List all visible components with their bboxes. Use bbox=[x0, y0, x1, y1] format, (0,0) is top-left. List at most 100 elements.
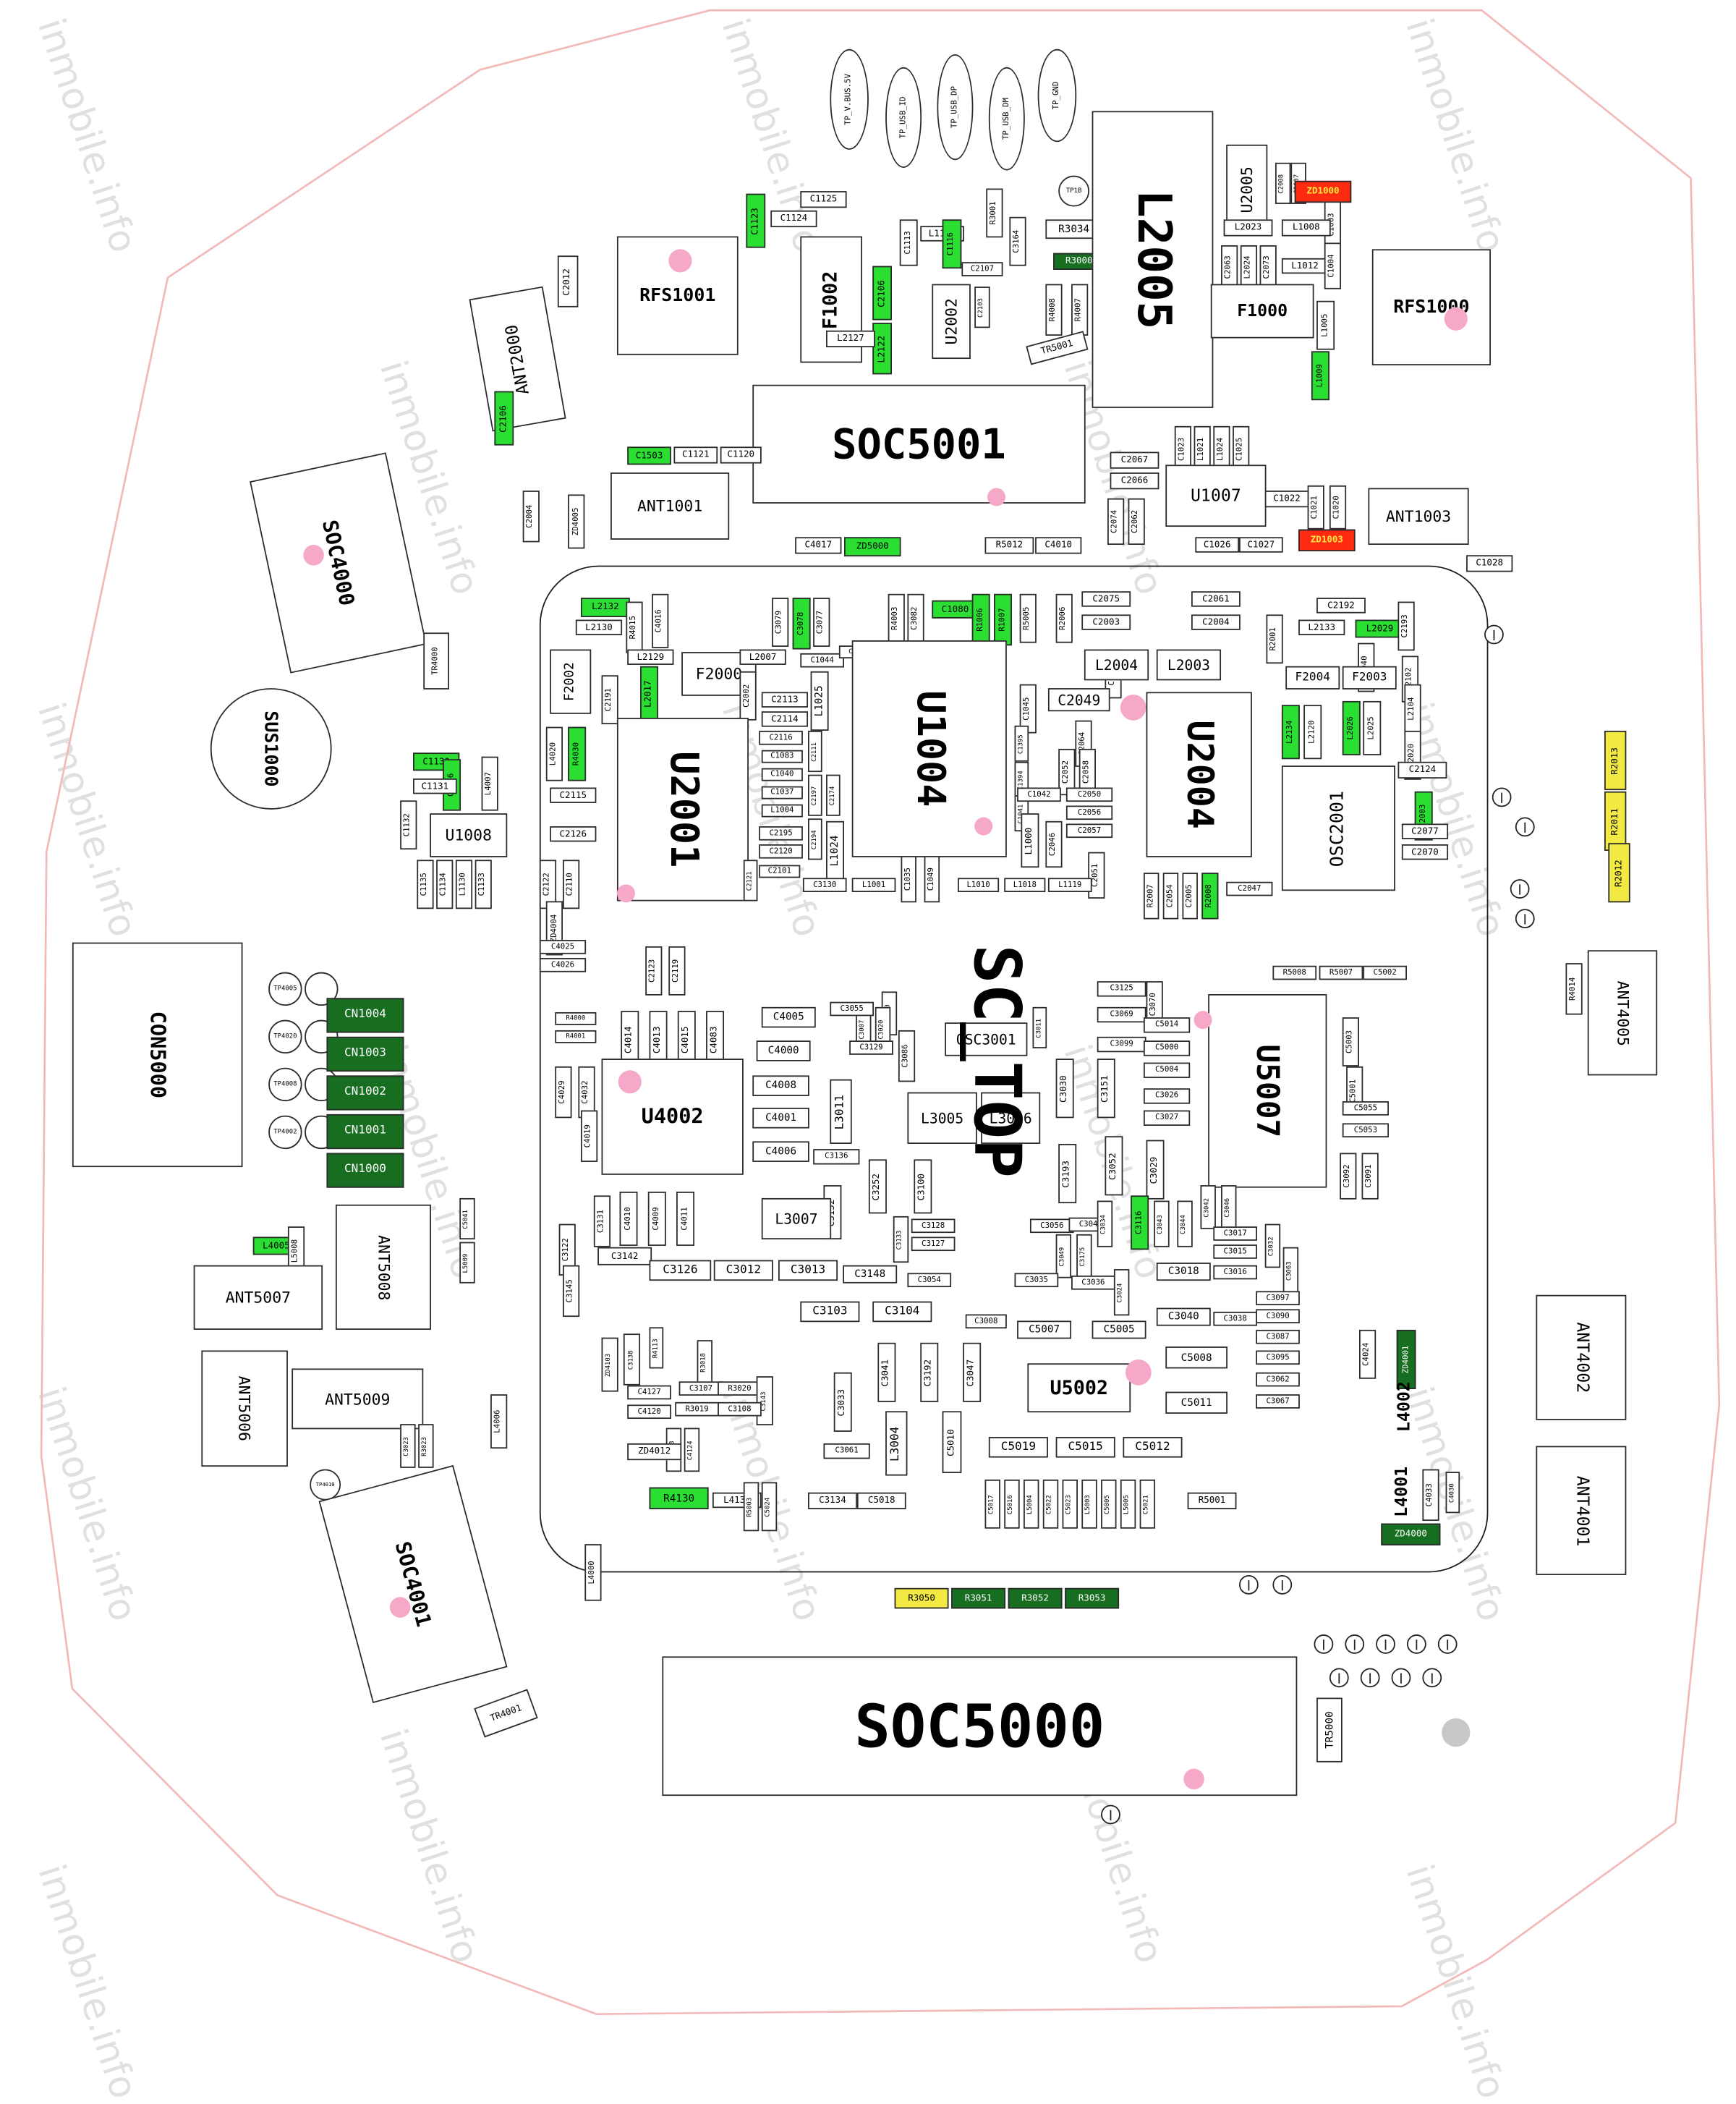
component-label: C3054 bbox=[917, 1275, 941, 1284]
component-c3056: C3056 bbox=[1029, 1218, 1074, 1234]
component-label: C1044 bbox=[810, 655, 834, 665]
fiducial-line bbox=[1446, 1639, 1449, 1650]
component-label: ANT4002 bbox=[1571, 1322, 1591, 1394]
component-label: OSC2001 bbox=[1328, 790, 1349, 867]
component-label: C2119 bbox=[671, 959, 681, 983]
component-c4033: C4033 bbox=[1422, 1469, 1439, 1522]
component-sus1000: SUS1000 bbox=[210, 688, 332, 810]
component-u2004: U2004 bbox=[1146, 692, 1252, 857]
marker-dot bbox=[389, 1597, 411, 1618]
component-zd4103: ZD4103 bbox=[601, 1337, 618, 1392]
component-c1020: C1020 bbox=[1329, 485, 1347, 530]
fiducial-ground-symbol bbox=[1515, 909, 1535, 928]
component-l2129: L2129 bbox=[627, 649, 674, 665]
component-c2066: C2066 bbox=[1110, 472, 1160, 490]
component-c3041: C3041 bbox=[877, 1342, 896, 1402]
component-label: C2122 bbox=[542, 873, 552, 896]
component-c2116: C2116 bbox=[759, 730, 803, 745]
component-label: L1119 bbox=[1058, 880, 1082, 889]
component-c5015: C5015 bbox=[1055, 1437, 1115, 1458]
fiducial-line bbox=[1369, 1672, 1371, 1683]
component-l4002: L4002 bbox=[1389, 1366, 1422, 1446]
fiducial-line bbox=[1322, 1639, 1325, 1650]
component-r3020: R3020 bbox=[718, 1381, 762, 1396]
component-c3138: C3138 bbox=[623, 1333, 641, 1386]
component-label: C3008 bbox=[974, 1316, 998, 1325]
component-c3026: C3026 bbox=[1143, 1088, 1191, 1104]
component-label: C1121 bbox=[681, 449, 710, 460]
component-label: C3052 bbox=[1107, 1152, 1119, 1180]
fiducial-ground-symbol bbox=[1484, 624, 1504, 645]
component-l1010: L1010 bbox=[958, 878, 1000, 893]
component-label: C5016 bbox=[1007, 1494, 1016, 1514]
component-label: C3136 bbox=[825, 1151, 848, 1161]
component-l2104: L2104 bbox=[1404, 684, 1421, 734]
component-l2026: L2026 bbox=[1342, 700, 1361, 755]
component-label: C3035 bbox=[1024, 1275, 1048, 1284]
component-label: C5010 bbox=[945, 1428, 957, 1456]
component-label: F2003 bbox=[1352, 670, 1387, 684]
component-label: U1004 bbox=[907, 690, 953, 807]
component-label: C4026 bbox=[550, 959, 575, 970]
component-c3067: C3067 bbox=[1256, 1394, 1300, 1409]
component-ant4002: ANT4002 bbox=[1536, 1294, 1627, 1420]
component-l1119: L1119 bbox=[1047, 878, 1092, 893]
component-c3086: C3086 bbox=[898, 1030, 916, 1082]
component-c3044: C3044 bbox=[1177, 1200, 1193, 1247]
component-c2113: C2113 bbox=[761, 692, 809, 708]
marker-dot bbox=[616, 884, 635, 903]
component-label: ANT1001 bbox=[637, 496, 703, 515]
component-soc5000: SOC5000 bbox=[662, 1656, 1298, 1797]
component-c2067: C2067 bbox=[1110, 451, 1160, 469]
component-label: F2000 bbox=[695, 664, 743, 683]
fiducial-ground-symbol bbox=[1422, 1668, 1442, 1688]
component-r3053: R3053 bbox=[1065, 1587, 1120, 1609]
component-label: R3053 bbox=[1078, 1592, 1106, 1603]
component-label: C3104 bbox=[885, 1305, 920, 1318]
component-label: C5002 bbox=[1373, 967, 1397, 977]
marker-dot bbox=[1442, 1718, 1471, 1747]
component-label: ANT5008 bbox=[374, 1234, 393, 1300]
component-l1000: L1000 bbox=[1021, 813, 1039, 868]
component-label: C1037 bbox=[770, 787, 794, 797]
component-label: C2110 bbox=[566, 873, 575, 896]
component-l2127: L2127 bbox=[826, 330, 875, 348]
component-c3099: C3099 bbox=[1097, 1036, 1146, 1053]
component-c3131: C3131 bbox=[593, 1195, 611, 1247]
component-c2126: C2126 bbox=[550, 826, 597, 842]
component-c3077: C3077 bbox=[813, 598, 830, 647]
component-label: TP_USB_DM bbox=[1001, 98, 1011, 140]
component-l1001: L1001 bbox=[851, 878, 896, 893]
component-label: C2111 bbox=[810, 742, 819, 761]
component-label: C2123 bbox=[648, 959, 658, 983]
component-tp-usb-dm: TP_USB_DM bbox=[988, 67, 1025, 171]
component-c1124: C1124 bbox=[770, 210, 817, 228]
component-ant1001: ANT1001 bbox=[610, 472, 730, 540]
component-label: C5004 bbox=[1154, 1065, 1179, 1074]
component-label: L3011 bbox=[833, 1094, 847, 1129]
fiducial-ground-symbol bbox=[1314, 1634, 1334, 1654]
component-c3087: C3087 bbox=[1256, 1329, 1300, 1344]
component-label: C4017 bbox=[804, 539, 833, 551]
fiducial-line bbox=[1337, 1672, 1340, 1683]
component-r5007: R5007 bbox=[1319, 965, 1363, 980]
component-c4019: C4019 bbox=[580, 1110, 598, 1162]
component-c5019: C5019 bbox=[988, 1437, 1048, 1458]
component-label: C3061 bbox=[835, 1446, 859, 1456]
component-label: C3095 bbox=[1266, 1352, 1290, 1362]
component-label: L3007 bbox=[775, 1210, 818, 1228]
component-label: C2107 bbox=[970, 263, 995, 273]
component-label: C3078 bbox=[796, 611, 806, 635]
component-c1120: C1120 bbox=[720, 446, 762, 464]
component-r3023: R3023 bbox=[418, 1424, 434, 1468]
component-label: CN1000 bbox=[344, 1163, 386, 1176]
component-label: C3056 bbox=[1040, 1221, 1064, 1230]
component-label: C1025 bbox=[1235, 437, 1246, 462]
component-label: C2049 bbox=[1058, 691, 1101, 708]
component-c2195: C2195 bbox=[759, 826, 803, 841]
component-label: C2074 bbox=[1110, 509, 1120, 534]
component-c4005: C4005 bbox=[761, 1006, 816, 1028]
component-label: L1021 bbox=[1197, 437, 1207, 462]
component-c3033: C3033 bbox=[833, 1372, 852, 1432]
